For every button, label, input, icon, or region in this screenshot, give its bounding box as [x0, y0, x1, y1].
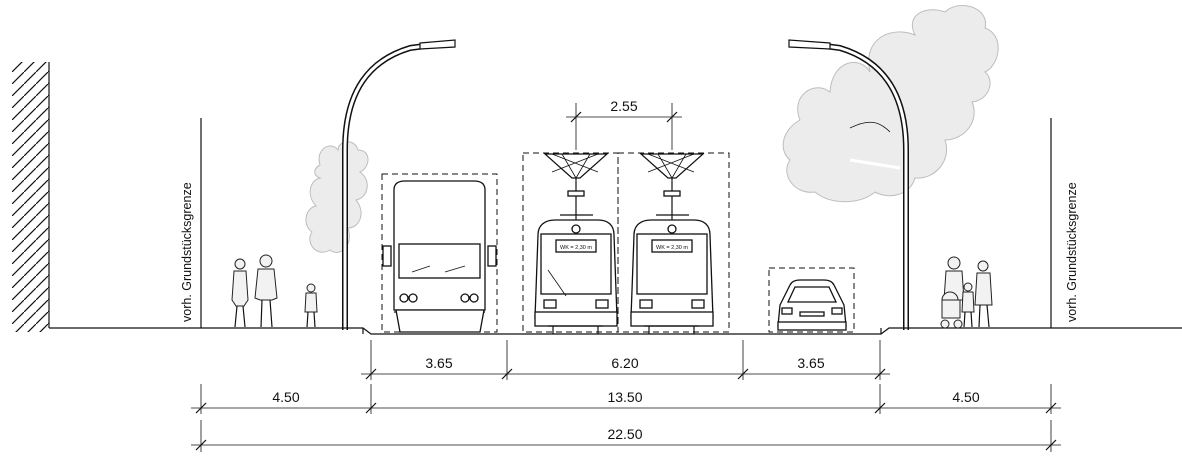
street-lamp-left: [342, 39, 456, 330]
dim-lane-left: 3.65: [425, 355, 452, 371]
building-wall: [12, 62, 50, 332]
boundary-label-right: vorh. Grundstücksgrenze: [1065, 182, 1079, 322]
dim-carriageway: 13.50: [607, 389, 642, 405]
dim-total: 22.50: [607, 426, 642, 442]
dim-sidewalk-left: 4.50: [272, 389, 299, 405]
dim-lane-right: 3.65: [797, 355, 824, 371]
dimension-row-3: 22.50: [191, 420, 1061, 452]
property-boundary-left: vorh. Grundstücksgrenze: [180, 118, 202, 328]
tram-right: WK = 2,30 m: [617, 152, 730, 334]
dimension-catenary: 2.55: [566, 98, 682, 150]
tram-sign-left: WK = 2,30 m: [560, 245, 592, 251]
dim-tram-tracks: 6.20: [611, 355, 638, 371]
dimension-row-1: 3.65 6.20 3.65: [361, 340, 890, 380]
dimension-row-2: 4.50 13.50 4.50: [191, 384, 1061, 414]
pedestrians-left: [231, 254, 318, 328]
tree-right: [782, 4, 999, 203]
property-boundary-right: vorh. Grundstücksgrenze: [1050, 118, 1079, 328]
bus-vehicle: [381, 173, 498, 333]
pedestrians-right: [940, 256, 993, 329]
ground-profile: [49, 327, 1182, 335]
dim-catenary-spacing: 2.55: [610, 98, 637, 114]
tram-left: WK = 2,30 m: [522, 152, 619, 334]
dim-sidewalk-right: 4.50: [952, 389, 979, 405]
tram-sign-right: WK = 2,30 m: [656, 245, 688, 251]
boundary-label-left: vorh. Grundstücksgrenze: [180, 182, 194, 322]
street-lamp-right: [788, 39, 909, 330]
car-vehicle: [768, 267, 855, 333]
